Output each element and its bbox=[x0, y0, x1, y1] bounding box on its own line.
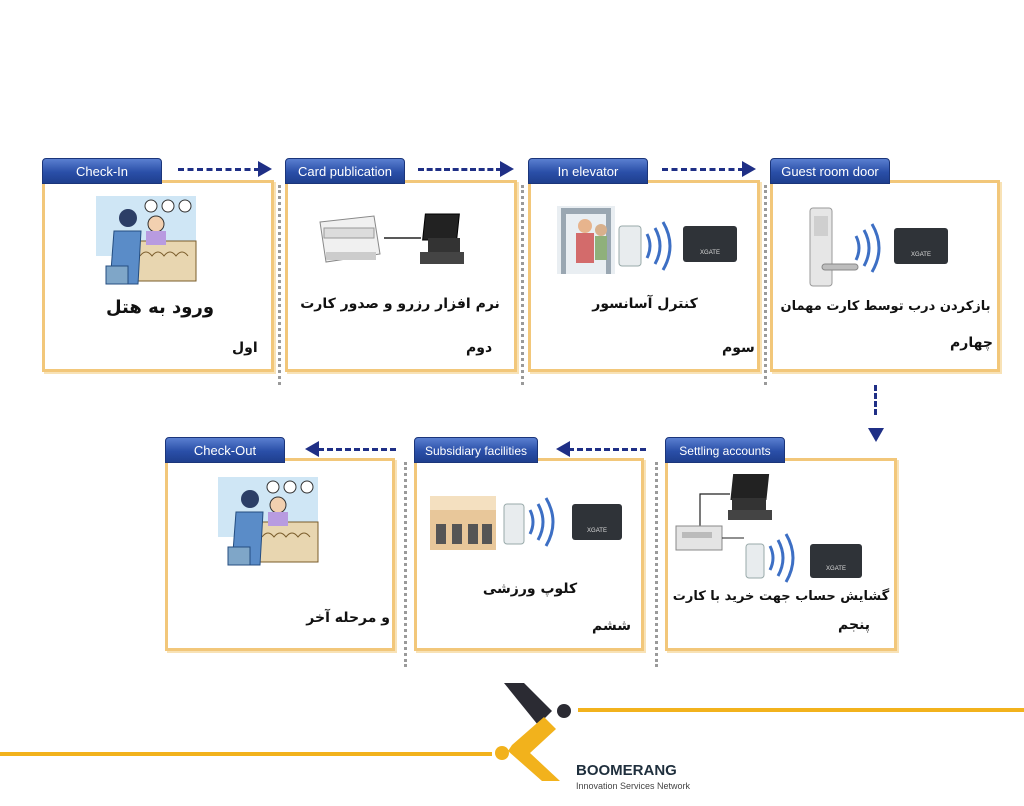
ordinal-sixth: ششم bbox=[592, 618, 631, 634]
card-label-4: XGATE bbox=[587, 528, 607, 534]
flow-arrow-5-head bbox=[556, 441, 570, 457]
flow-arrow-6-head bbox=[305, 441, 319, 457]
ordinal-second: دوم bbox=[466, 340, 493, 356]
flow-arrow-6-line bbox=[318, 448, 396, 451]
flow-arrow-4-head bbox=[868, 428, 884, 442]
card-label-3: XGATE bbox=[826, 566, 846, 572]
separator-2 bbox=[521, 185, 524, 385]
settling-accounts-illustration: XGATE bbox=[675, 474, 862, 583]
ordinal-first: اول bbox=[232, 340, 258, 356]
tab-check-in: Check-In bbox=[42, 158, 162, 184]
separator-3 bbox=[764, 185, 767, 385]
separator-5 bbox=[655, 462, 658, 667]
flow-arrow-1-line bbox=[178, 168, 260, 171]
flow-arrow-2-head bbox=[500, 161, 514, 177]
elevator-gate-illustration: XGATE bbox=[557, 206, 737, 274]
brand-line-right bbox=[578, 708, 1024, 712]
step-box-room-door bbox=[770, 180, 1000, 372]
flow-arrow-4-line bbox=[874, 385, 877, 415]
card-label-1: XGATE bbox=[700, 250, 720, 256]
tab-settling-accounts: Settling accounts bbox=[665, 437, 785, 463]
caption-check-in: ورود به هتل bbox=[105, 297, 215, 318]
tab-in-elevator: In elevator bbox=[528, 158, 648, 184]
gym-illustration: XGATE bbox=[430, 496, 622, 550]
caption-elevator: کنترل آسانسور bbox=[592, 296, 698, 312]
tab-subsidiary-facilities: Subsidiary facilities bbox=[414, 437, 538, 463]
step-box-card-publication bbox=[285, 180, 517, 372]
card-printer-pos-illustration bbox=[319, 213, 464, 264]
caption-settling: گشایش حساب جهت خرید با کارت bbox=[672, 589, 890, 604]
separator-4 bbox=[404, 462, 407, 667]
flow-arrow-2-line bbox=[418, 168, 502, 171]
flow-arrow-5-line bbox=[568, 448, 646, 451]
checkout-reception-illustration bbox=[218, 477, 319, 566]
ordinal-third: سوم bbox=[722, 340, 755, 356]
caption-facilities: کلوپ ورزشی bbox=[482, 581, 578, 597]
tab-card-publication: Card publication bbox=[285, 158, 405, 184]
caption-room-door: بازکردن درب توسط کارت مهمان bbox=[780, 299, 991, 314]
ordinal-fourth: چهارم bbox=[950, 335, 993, 351]
boomerang-logo-icon bbox=[495, 683, 571, 781]
caption-card-publication: نرم افزار رزرو و صدور کارت bbox=[300, 296, 500, 312]
brand-tagline: Innovation Services Network bbox=[576, 781, 691, 791]
tab-guest-room-door: Guest room door bbox=[770, 158, 890, 184]
brand-line-left bbox=[0, 752, 492, 756]
caption-check-out: و مرحله آخر bbox=[306, 610, 390, 626]
reception-illustration bbox=[96, 196, 197, 285]
tab-check-out: Check-Out bbox=[165, 437, 285, 463]
door-lock-illustration: XGATE bbox=[809, 207, 948, 287]
flow-arrow-1-head bbox=[258, 161, 272, 177]
brand-name: BOOMERANG bbox=[576, 762, 677, 779]
ordinal-fifth: پنجم bbox=[838, 617, 871, 633]
flow-arrow-3-head bbox=[742, 161, 756, 177]
flow-arrow-3-line bbox=[662, 168, 744, 171]
card-label-2: XGATE bbox=[911, 252, 931, 258]
separator-1 bbox=[278, 185, 281, 385]
